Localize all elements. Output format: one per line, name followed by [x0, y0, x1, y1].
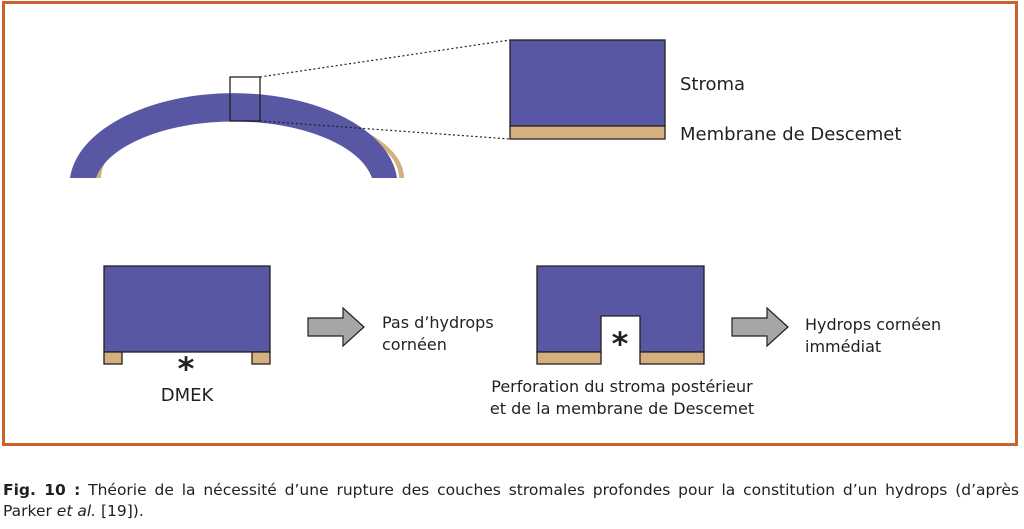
- caption-text-after: [19]).: [96, 502, 144, 520]
- arrow-right-icon: [307, 306, 365, 348]
- zoom-box: [229, 76, 261, 122]
- zoom-line-bottom: [259, 120, 511, 140]
- perforation-label-line1: Perforation du stroma postérieur: [491, 377, 753, 396]
- magnified-stroma: [509, 39, 666, 127]
- dmek-asterisk: *: [178, 350, 195, 388]
- membrane-label: Membrane de Descemet: [680, 124, 901, 145]
- magnified-descemet: [509, 125, 666, 140]
- hydrops-label-line1: Hydrops cornéen: [805, 315, 941, 334]
- perforation-descemet-left: [536, 351, 602, 365]
- perforation-label-line2: et de la membrane de Descemet: [490, 399, 754, 418]
- dmek-descemet-right: [251, 351, 271, 365]
- caption-text-before: Théorie de la nécessité d’une rupture de…: [3, 481, 1019, 520]
- dmek-descemet-left: [103, 351, 123, 365]
- dmek-stroma: [103, 265, 271, 353]
- arrow-right-icon: [731, 306, 789, 348]
- caption-fig-label: Fig. 10 :: [3, 481, 81, 499]
- dmek-block: [103, 265, 271, 365]
- magnified-block: [509, 39, 666, 140]
- no-hydrops-label-line2: cornéen: [382, 335, 447, 354]
- perforation-block: [536, 265, 705, 365]
- cornea-stroma-layer: [70, 93, 397, 178]
- perforation-descemet-right: [639, 351, 705, 365]
- zoom-line-top: [259, 39, 511, 78]
- perforation-asterisk: *: [612, 325, 629, 363]
- stroma-label: Stroma: [680, 74, 745, 95]
- figure-frame: [2, 1, 1018, 446]
- figure-caption: Fig. 10 : Théorie de la nécessité d’une …: [3, 480, 1019, 522]
- dmek-label: DMEK: [161, 385, 215, 406]
- no-hydrops-label-line1: Pas d’hydrops: [382, 313, 494, 332]
- caption-etal: et al.: [56, 502, 97, 520]
- cornea-arc: [70, 93, 404, 178]
- hydrops-label-line2: immédiat: [805, 337, 881, 356]
